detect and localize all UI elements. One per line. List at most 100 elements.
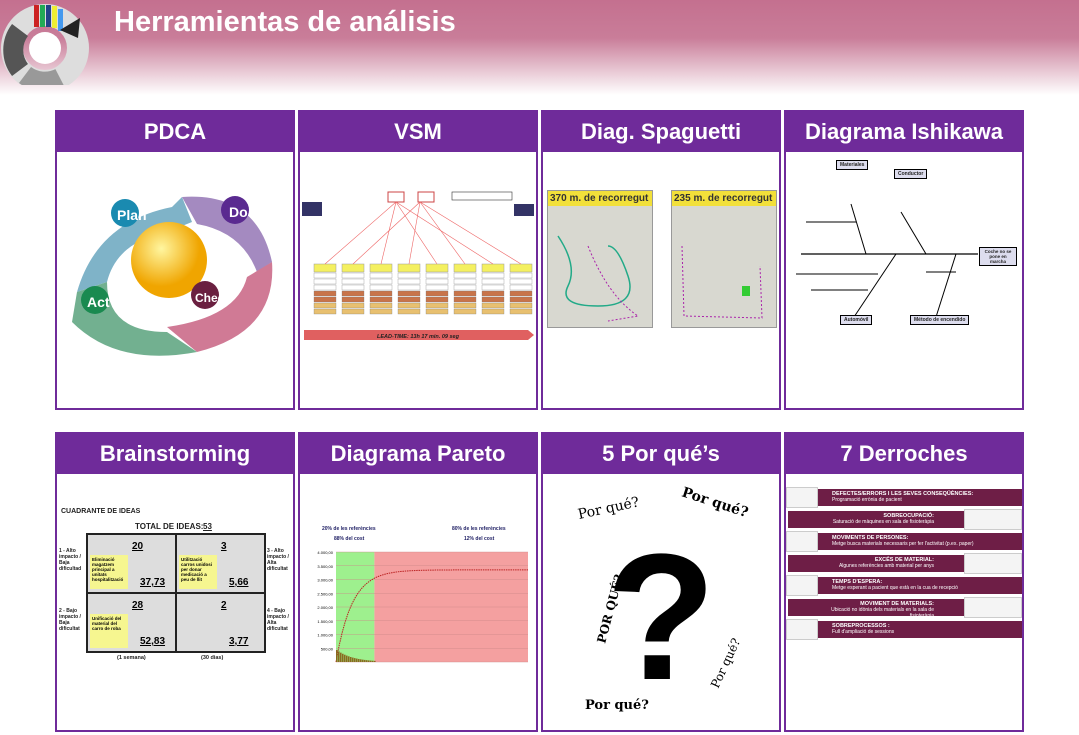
pareto-chart: 4.000,00 3.500,00 3.000,00 2.500,00 2.000,00… xyxy=(317,550,529,663)
waste-illustration xyxy=(964,509,1022,530)
vsm-process xyxy=(369,201,397,315)
pareto-right-label: 12% del cost xyxy=(464,536,495,542)
quadrant-percent: 5,66 xyxy=(229,577,249,588)
card-pdca[interactable]: PDCA Plan Do Check Act xyxy=(55,110,295,410)
pdca-cycle-diagram: Plan Do Check Act xyxy=(72,196,273,356)
waste-illustration xyxy=(786,531,818,552)
card-7-wastes[interactable]: 7 Derroches DEFECTES/ERRORS I LES SEVES … xyxy=(784,432,1024,732)
footer-label: (1 semana) xyxy=(117,655,146,661)
vsm-diagram: LEAD-TIME: 13h 17 min. 09 seg xyxy=(302,191,534,340)
pareto-bar xyxy=(346,655,348,662)
side-label-3: 3 - Alto impacto / Alta dificultat xyxy=(267,548,289,572)
waste-title: MOVIMENT DE MATERIALS: xyxy=(860,601,934,607)
quadrant-count: 3 xyxy=(221,541,227,552)
waste-description: Algunes referències amb material per any… xyxy=(838,563,934,569)
waste-description: Metge busca materials necessaris per fer… xyxy=(832,541,974,547)
pareto-bar xyxy=(368,660,370,662)
waste-item: DEFECTES/ERRORS I LES SEVES CONSEQÜÈNCIE… xyxy=(786,487,1022,508)
pareto-bar xyxy=(340,652,342,662)
logo-icon xyxy=(1,4,89,85)
pareto-left-label: 20% de les referències xyxy=(322,526,376,532)
waste-title: SOBREPROCESSOS : xyxy=(832,623,890,629)
category-conductor: Conductor xyxy=(894,169,928,179)
waste-item: SOBREOCUPACIÓ:Saturació de màquines en s… xyxy=(786,509,1022,530)
pareto-bar xyxy=(366,660,368,662)
pareto-bar xyxy=(344,654,346,662)
pareto-bar xyxy=(364,659,366,662)
card-brainstorming[interactable]: Brainstorming CUADRANTE DE IDEAS TOTAL D… xyxy=(55,432,295,732)
waste-illustration xyxy=(786,619,818,640)
waste-description: Ubicació no idònia dels materials en la … xyxy=(831,607,934,619)
card-title: VSM xyxy=(300,112,536,152)
card-5-whys[interactable]: 5 Por qué’s Por qué? Por qué? POR QUÉ? P… xyxy=(541,432,781,732)
why-phrase: Por qué? xyxy=(680,485,750,521)
quadrant-percent: 3,77 xyxy=(229,636,249,647)
waste-item: SOBREPROCESSOS :Full d'ampliació de sess… xyxy=(786,619,1022,640)
pareto-bar xyxy=(358,658,360,662)
side-label-2: 2 - Bajo impacto / Baja dificultat xyxy=(59,608,81,632)
pareto-bar xyxy=(374,660,376,662)
spaghetti-after-map: 235 m. de recorregut xyxy=(671,190,777,328)
waste-item: EXCÉS DE MATERIAL:Algunes referències am… xyxy=(786,553,1022,574)
category-automovil: Automóvil xyxy=(840,315,873,325)
waste-description: Metge esperant a pacient que està en la … xyxy=(832,585,958,591)
pareto-bar xyxy=(350,656,352,662)
y-tick-label: 1.500,00 xyxy=(317,619,333,624)
y-tick-label: 2.500,00 xyxy=(317,591,333,596)
waste-item: TEMPS D'ESPERA:Metge esperant a pacient … xyxy=(786,575,1022,596)
y-tick-label: 2.000,00 xyxy=(317,605,333,610)
vsm-process xyxy=(395,201,449,315)
vsm-process xyxy=(341,201,421,315)
card-title: Diagrama Pareto xyxy=(300,434,536,474)
quadrant-1: Eliminació magatzem principal a unitats … xyxy=(87,534,176,593)
total-label: TOTAL DE IDEAS: xyxy=(135,522,204,531)
quadrant-heading: CUADRANTE DE IDEAS xyxy=(61,508,141,515)
spaghetti-before-map: 370 m. de recorregut xyxy=(547,190,653,328)
idea-note: Eliminació magatzem principal a unitats … xyxy=(90,555,128,589)
card-vsm[interactable]: VSM LEAD-TIME: 13h 17 min. 09 seg xyxy=(298,110,538,410)
page-title: Herramientas de análisis xyxy=(114,6,456,38)
quadrant-count: 2 xyxy=(221,600,227,611)
waste-title: EXCÉS DE MATERIAL: xyxy=(874,557,934,563)
waste-illustration xyxy=(786,487,818,508)
side-label-4: 4 - Bajo impacto / Alta dificultat xyxy=(267,608,289,632)
before-distance-label: 370 m. de recorregut xyxy=(548,191,652,206)
pareto-bar xyxy=(348,656,350,662)
five-whys-graphic: Por qué? Por qué? POR QUÉ? Por qué? Por … xyxy=(577,485,751,718)
pareto-bar xyxy=(362,659,364,662)
footer-label: (30 dias) xyxy=(201,655,224,661)
quadrant-3: Unificació del material del carro de rob… xyxy=(87,593,176,652)
pdca-act-label: Act xyxy=(87,294,110,310)
side-label-1: 1 - Alto impacto / Baja dificultad xyxy=(59,548,82,572)
after-distance-label: 235 m. de recorregut xyxy=(672,191,776,206)
waste-description: Full d'ampliació de sessions xyxy=(832,629,895,635)
pdca-do-label: Do xyxy=(229,204,248,220)
pareto-bar xyxy=(372,660,374,662)
pdca-plan-label: Plan xyxy=(117,207,147,223)
cumulative-line xyxy=(335,569,529,663)
waste-item: MOVIMENT DE MATERIALS:Ubicació no idònia… xyxy=(786,597,1022,619)
waste-item: MOVIMENTS DE PERSONES:Metge busca materi… xyxy=(786,531,1022,552)
y-tick-label: 3.000,00 xyxy=(317,578,333,583)
card-spaghetti[interactable]: Diag. Spaguetti 370 m. de recorregut 235… xyxy=(541,110,781,410)
vsm-process xyxy=(419,201,533,315)
slide-header xyxy=(0,0,1079,95)
card-pareto[interactable]: Diagrama Pareto 20% de les referències 8… xyxy=(298,432,538,732)
waste-title: TEMPS D'ESPERA: xyxy=(832,579,883,585)
card-title: 5 Por qué’s xyxy=(543,434,779,474)
card-title: Diag. Spaguetti xyxy=(543,112,779,152)
waste-description: Programació errònia de pacient xyxy=(832,497,902,503)
category-materiales: Materiales xyxy=(836,160,869,170)
y-tick-label: 3.500,00 xyxy=(317,564,333,569)
waste-illustration xyxy=(964,597,1022,618)
pareto-bar xyxy=(342,653,344,662)
waste-illustration xyxy=(964,553,1022,574)
lead-time-bar xyxy=(304,330,534,340)
pareto-bar xyxy=(336,650,338,662)
y-tick-label: 4.000,00 xyxy=(317,550,333,555)
total-value: 53 xyxy=(203,522,212,531)
card-ishikawa[interactable]: Diagrama Ishikawa Materiales Conductor A… xyxy=(784,110,1024,410)
card-title: Diagrama Ishikawa xyxy=(786,112,1022,152)
quadrant-count: 20 xyxy=(132,541,144,552)
